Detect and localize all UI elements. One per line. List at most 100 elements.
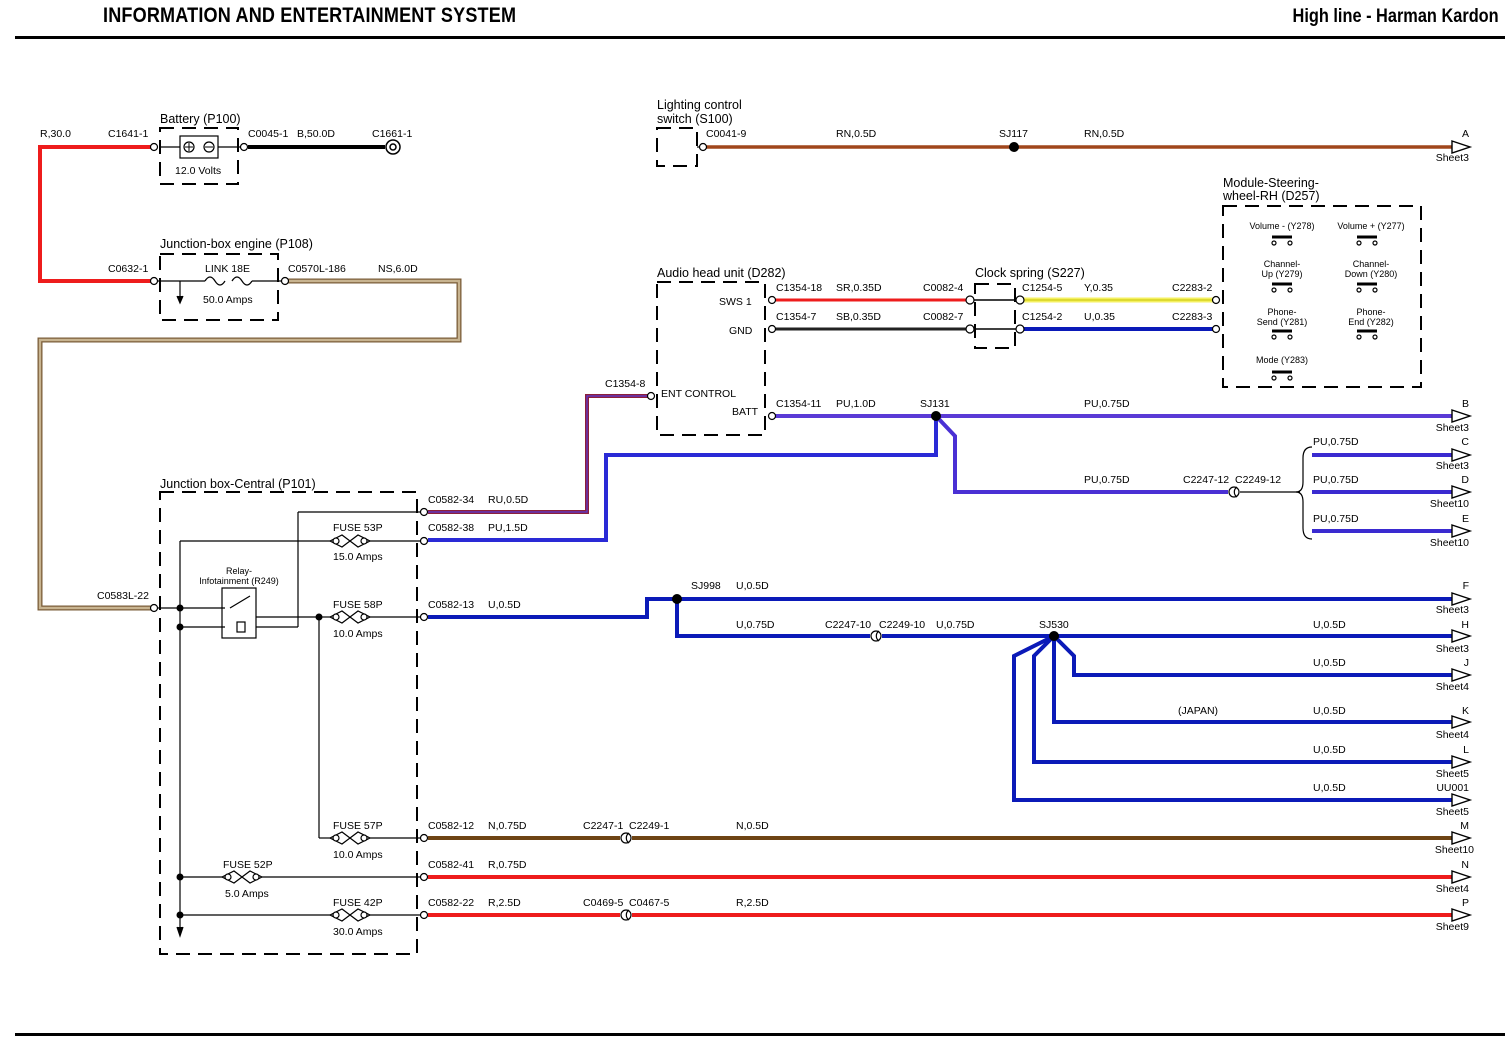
- fuse-52p: FUSE 52P: [223, 859, 273, 871]
- page-subtitle: High line - Harman Kardon: [1292, 6, 1499, 27]
- fuse-42p-rating: 30.0 Amps: [333, 926, 383, 938]
- svg-text:U,0.5D: U,0.5D: [1313, 657, 1346, 669]
- svg-text:(JAPAN): (JAPAN): [1178, 705, 1218, 717]
- output-letter: B: [1462, 398, 1469, 410]
- svg-text:C2249-1: C2249-1: [629, 820, 669, 832]
- svg-text:C1354-8: C1354-8: [605, 378, 645, 390]
- output-sheet: Sheet9: [1436, 921, 1469, 933]
- svg-text:U,0.5D: U,0.5D: [1313, 782, 1346, 794]
- jbe-box: [159, 253, 279, 321]
- svg-text:C0045-1: C0045-1: [248, 128, 288, 140]
- output-sheet: Sheet3: [1436, 604, 1469, 616]
- svg-text:C0041-9: C0041-9: [706, 128, 746, 140]
- swm-send-2: Send (Y281): [1257, 317, 1308, 327]
- output-letter: K: [1462, 705, 1469, 717]
- output-sheet: Sheet3: [1436, 643, 1469, 655]
- svg-text:SJ117: SJ117: [999, 128, 1028, 140]
- svg-text:C1354-18: C1354-18: [776, 282, 822, 294]
- fuse-52p-rating: 5.0 Amps: [225, 888, 269, 900]
- connector-pins: [149, 142, 1221, 920]
- svg-text:PU,0.75D: PU,0.75D: [1084, 474, 1130, 486]
- wire-u-05-k[interactable]: [1052, 636, 1452, 724]
- fuse-57p-rating: 10.0 Amps: [333, 849, 383, 861]
- swm-vol-up: Volume + (Y277): [1337, 221, 1404, 231]
- swm-label-1: Module-Steering-: [1223, 176, 1319, 190]
- svg-text:C2247-1: C2247-1: [583, 820, 623, 832]
- swm-vol-down: Volume - (Y278): [1249, 221, 1314, 231]
- wire-u-05-l[interactable]: [1032, 634, 1452, 764]
- output-letter: UU001: [1436, 782, 1469, 794]
- jbe-label: Junction-box engine (P108): [160, 237, 313, 251]
- battery-symbol: [159, 135, 244, 159]
- svg-text:C2247-12: C2247-12: [1183, 474, 1229, 486]
- jbc-box: [159, 491, 418, 955]
- svg-text:RN,0.5D: RN,0.5D: [836, 128, 877, 140]
- svg-text:C2249-12: C2249-12: [1235, 474, 1281, 486]
- svg-text:PU,1.5D: PU,1.5D: [488, 522, 528, 534]
- svg-text:SR,0.35D: SR,0.35D: [836, 282, 882, 294]
- ahu-label: Audio head unit (D282): [657, 266, 786, 280]
- wire-u-05-j[interactable]: [1052, 634, 1452, 677]
- svg-text:PU,1.0D: PU,1.0D: [836, 398, 876, 410]
- output-sheet: Sheet3: [1436, 152, 1469, 164]
- wire-ns-6[interactable]: [37, 278, 462, 611]
- output-sheet: Sheet5: [1436, 806, 1469, 818]
- svg-text:C0583L-22: C0583L-22: [97, 590, 149, 602]
- lcs-box: [656, 127, 698, 167]
- inline-connectors: [620, 295, 1240, 921]
- output-sheet: Sheet4: [1436, 729, 1469, 741]
- svg-text:U,0.5D: U,0.5D: [1313, 619, 1346, 631]
- svg-text:RN,0.5D: RN,0.5D: [1084, 128, 1125, 140]
- svg-text:C0582-38: C0582-38: [428, 522, 474, 534]
- output-letter: P: [1462, 897, 1469, 909]
- svg-text:C1641-1: C1641-1: [108, 128, 148, 140]
- harness-brace: [1295, 446, 1313, 540]
- ground-terminal-icon: [385, 139, 401, 155]
- svg-text:N,0.5D: N,0.5D: [736, 820, 769, 832]
- svg-text:Y,0.35: Y,0.35: [1084, 282, 1113, 294]
- svg-text:C0570L-186: C0570L-186: [288, 263, 346, 275]
- svg-text:C0582-22: C0582-22: [428, 897, 474, 909]
- jbc-internal-wiring: [158, 511, 420, 938]
- swm-box: [1222, 205, 1422, 388]
- lcs-label-2: switch (S100): [657, 112, 733, 126]
- wire-u-05-uu[interactable]: [1012, 634, 1452, 802]
- footer-rule: [15, 1033, 1505, 1036]
- wire-battery-red[interactable]: [38, 145, 153, 283]
- header-rule: [15, 36, 1505, 39]
- component-boxes: [159, 127, 1422, 955]
- fuse-53p-rating: 15.0 Amps: [333, 551, 383, 563]
- output-letter: M: [1460, 820, 1469, 832]
- svg-text:C0582-13: C0582-13: [428, 599, 474, 611]
- output-sheet: Sheet10: [1430, 498, 1469, 510]
- ahu-pin-ent: ENT CONTROL: [661, 388, 736, 400]
- output-sheet: Sheet4: [1436, 883, 1469, 895]
- svg-text:SB,0.35D: SB,0.35D: [836, 311, 881, 323]
- wire-pu-15[interactable]: [428, 416, 938, 542]
- svg-text:U,0.5D: U,0.5D: [1313, 705, 1346, 717]
- relay-label-2: Infotainment (R249): [199, 576, 279, 586]
- jbc-label: Junction box-Central (P101): [160, 477, 316, 491]
- svg-text:R,2.5D: R,2.5D: [488, 897, 521, 909]
- output-sheet: Sheet3: [1436, 422, 1469, 434]
- wires: [37, 145, 1452, 917]
- svg-text:C1254-5: C1254-5: [1022, 282, 1062, 294]
- svg-text:C0582-34: C0582-34: [428, 494, 474, 506]
- ahu-pin-sws1: SWS 1: [719, 296, 752, 308]
- ahu-pin-gnd: GND: [729, 325, 753, 337]
- output-letter: C: [1461, 436, 1469, 448]
- svg-text:PU,0.75D: PU,0.75D: [1084, 398, 1130, 410]
- svg-text:C0082-4: C0082-4: [923, 282, 963, 294]
- svg-text:R,30.0: R,30.0: [40, 128, 71, 140]
- link-18e-symbol: [158, 276, 283, 305]
- output-labels: A Sheet3 B Sheet3 C Sheet3 D Sheet10 E S…: [1430, 128, 1474, 933]
- link-rating: 50.0 Amps: [203, 294, 253, 306]
- svg-text:B,50.0D: B,50.0D: [297, 128, 335, 140]
- svg-text:C1254-2: C1254-2: [1022, 311, 1062, 323]
- swm-switch-symbols: [1271, 235, 1378, 381]
- svg-text:C2249-10: C2249-10: [879, 619, 925, 631]
- fuse-58p-rating: 10.0 Amps: [333, 628, 383, 640]
- swm-end-1: Phone-: [1356, 307, 1385, 317]
- wire-u-05-main[interactable]: [428, 597, 1452, 619]
